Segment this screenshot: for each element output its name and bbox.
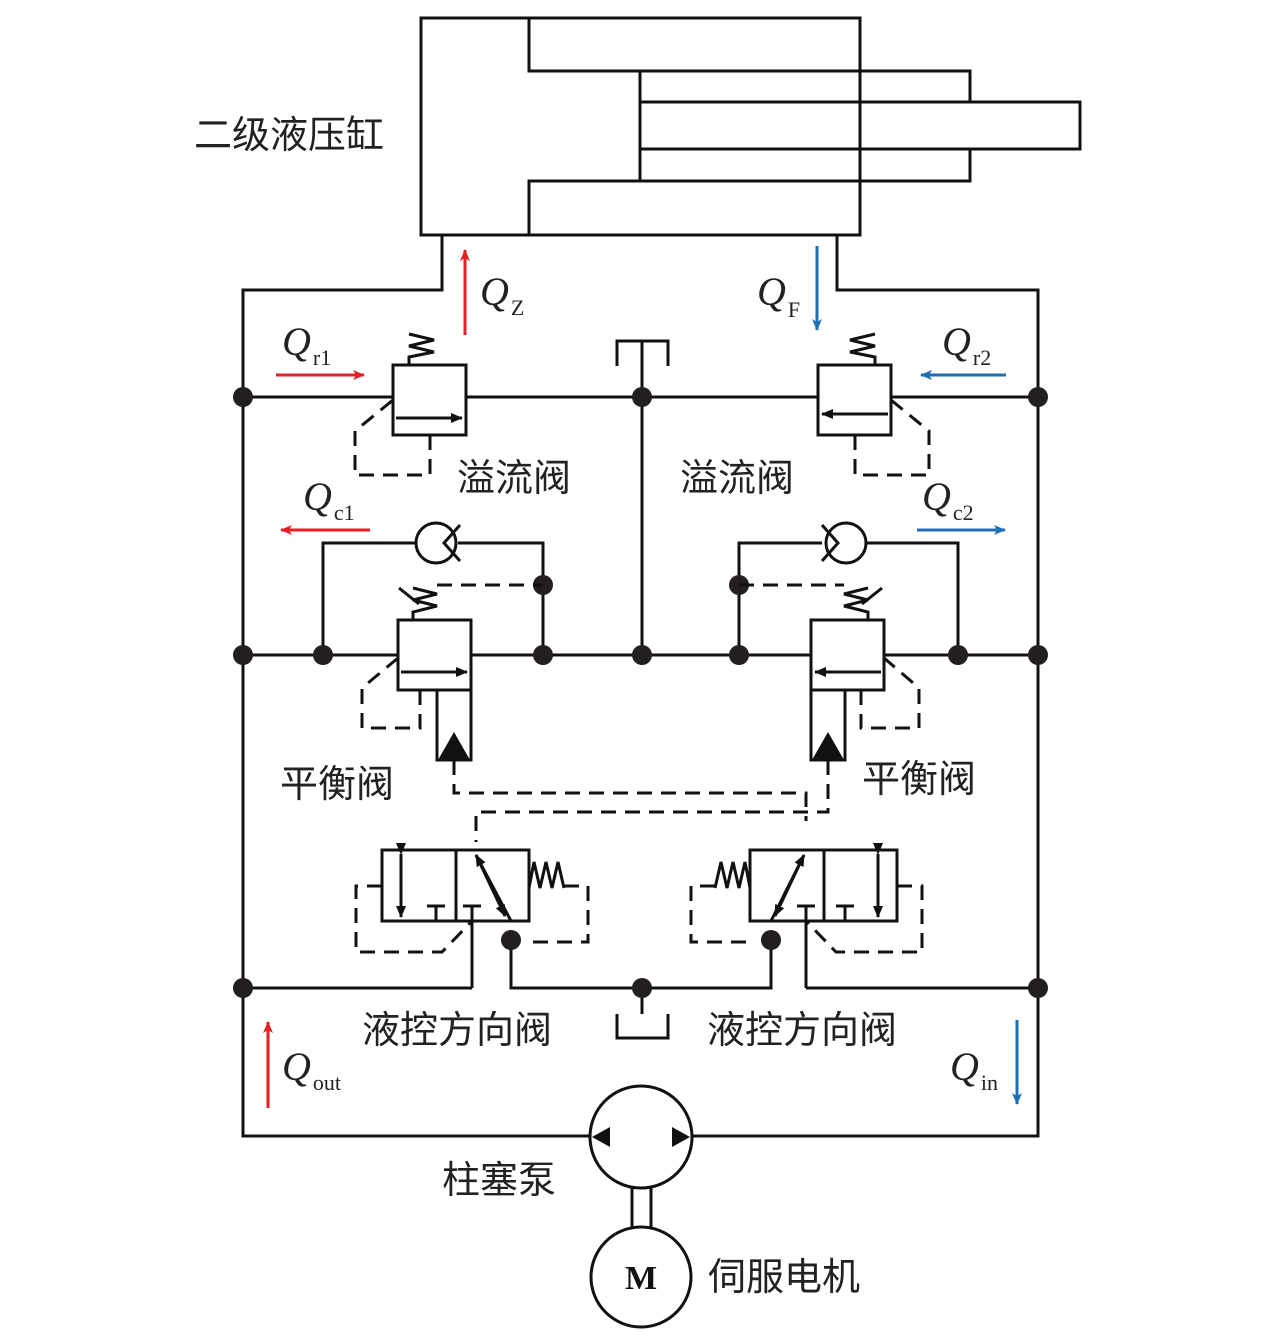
balance-valve-left — [360, 583, 808, 821]
junction-dots — [233, 387, 1048, 998]
motor-symbol-text: M — [625, 1260, 657, 1297]
relief-valve-left — [353, 332, 468, 477]
qc2-label: Qc2 — [922, 474, 974, 525]
qout-label: Qout — [282, 1044, 341, 1095]
qc1-label: Qc1 — [303, 474, 355, 525]
balance-valve-right — [474, 583, 921, 842]
check-valve-left — [414, 521, 462, 565]
flow-arrows — [263, 246, 1022, 1108]
motor-label: 伺服电机 — [708, 1255, 860, 1299]
relief-valve-left-label: 溢流阀 — [457, 456, 571, 500]
relief-valve-right-label: 溢流阀 — [680, 456, 794, 500]
two-stage-cylinder — [419, 16, 1082, 237]
qf-label: QF — [757, 269, 800, 322]
pump-label: 柱塞泵 — [442, 1158, 556, 1202]
balance-valve-left-label: 平衡阀 — [280, 762, 394, 806]
qr1-label: Qr1 — [282, 319, 331, 370]
servo-motor: M — [589, 1225, 693, 1329]
relief-valve-right — [816, 332, 931, 477]
directional-valve-left-label: 液控方向阀 — [362, 1008, 552, 1052]
cylinder-label: 二级液压缸 — [194, 113, 384, 157]
balance-valve-right-label: 平衡阀 — [862, 757, 976, 801]
shaft — [630, 1188, 653, 1228]
check-valve-right — [820, 521, 868, 565]
piston-pump — [588, 1084, 694, 1190]
main-lines — [241, 235, 1040, 1138]
directional-valve-left — [354, 843, 590, 954]
qr2-label: Qr2 — [942, 319, 991, 370]
directional-valve-right — [689, 843, 924, 954]
qz-label: QZ — [480, 269, 524, 320]
directional-valve-right-label: 液控方向阀 — [707, 1008, 897, 1052]
qin-label: Qin — [950, 1044, 998, 1095]
